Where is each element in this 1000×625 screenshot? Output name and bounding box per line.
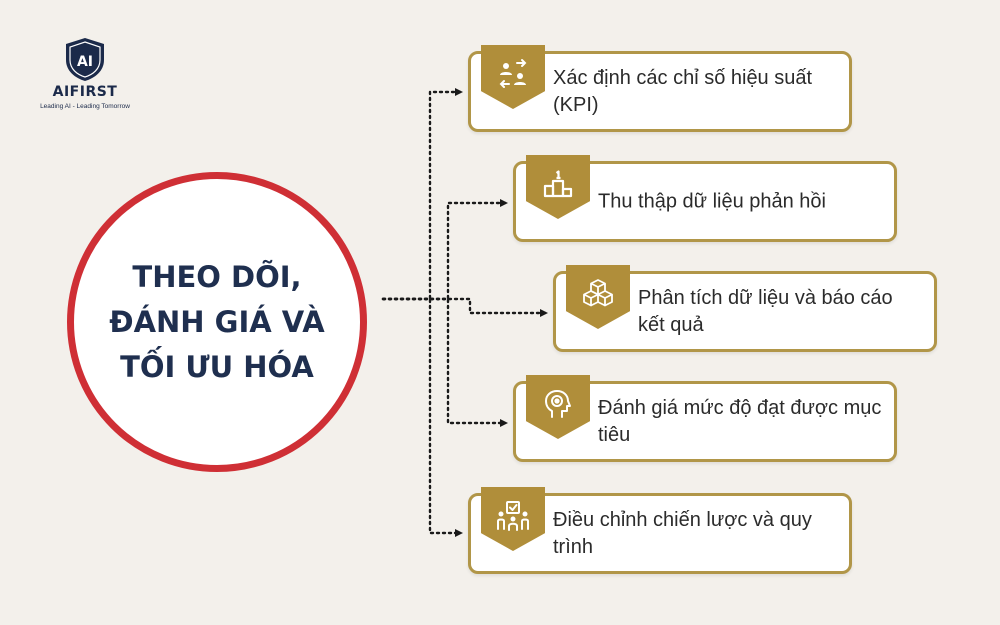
step-badge-4: [526, 375, 590, 439]
step-text-3: Phân tích dữ liệu và báo cáo kết quả: [638, 286, 893, 336]
step-text-4: Đánh giá mức độ đạt được mục tiêu: [598, 396, 882, 446]
connector-5: [381, 297, 463, 537]
team-checklist-icon: [497, 501, 529, 531]
center-title-line-3: TỐI ƯU HÓA: [120, 349, 314, 384]
cubes-icon: [583, 279, 613, 307]
podium-icon: [543, 170, 573, 198]
step-badge-2: [526, 155, 590, 219]
logo-mark: AI: [77, 54, 93, 70]
center-title-line-1: THEO DÕI,: [132, 259, 302, 294]
head-target-icon: [545, 390, 571, 418]
step-text-2: Thu thập dữ liệu phản hồi: [598, 190, 826, 212]
center-title-line-2: ĐÁNH GIÁ VÀ: [109, 304, 325, 339]
connector-3: [381, 297, 548, 317]
step-card-5: Điều chỉnh chiến lược và quy trình: [468, 487, 852, 574]
step-text-1: Xác định các chỉ số hiệu suất (KPI): [553, 66, 813, 116]
connector-2: [381, 199, 508, 301]
step-card-3: Phân tích dữ liệu và báo cáo kết quả: [553, 265, 937, 352]
center-title: THEO DÕI, ĐÁNH GIÁ VÀ TỐI ƯU HÓA: [92, 255, 342, 390]
connector-4: [381, 297, 508, 427]
users-exchange-icon: [499, 59, 527, 88]
step-card-2: Thu thập dữ liệu phản hồi: [513, 155, 897, 242]
step-badge-1: [481, 45, 545, 109]
shield-logo-icon: AI: [66, 38, 104, 81]
step-badge-3: [566, 265, 630, 329]
brand-logo: AI AIFIRST Leading AI - Leading Tomorrow: [30, 36, 140, 110]
step-card-1: Xác định các chỉ số hiệu suất (KPI): [468, 45, 852, 132]
step-text-5: Điều chỉnh chiến lược và quy trình: [553, 508, 812, 558]
step-badge-5: [481, 487, 545, 551]
step-card-4: Đánh giá mức độ đạt được mục tiêu: [513, 375, 897, 462]
logo-tagline: Leading AI - Leading Tomorrow: [40, 103, 130, 110]
logo-name: AIFIRST: [52, 84, 118, 100]
center-circle: THEO DÕI, ĐÁNH GIÁ VÀ TỐI ƯU HÓA: [67, 172, 367, 472]
